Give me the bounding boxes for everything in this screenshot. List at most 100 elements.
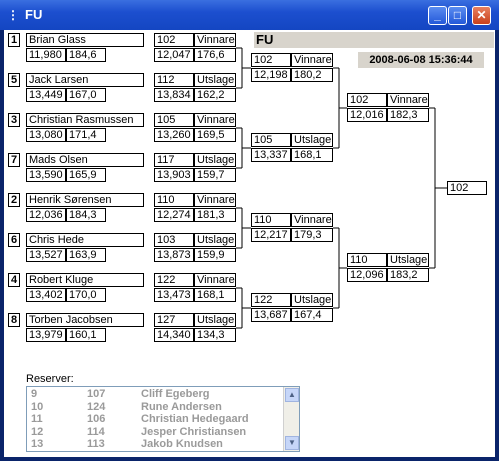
round1-id[interactable]: 103 — [154, 233, 194, 247]
round1-value-a: 13,873 — [154, 248, 194, 262]
player-value-b: 184,3 — [66, 208, 106, 222]
reserver-id: 106 — [87, 413, 106, 425]
round2-id[interactable]: 102 — [251, 53, 291, 67]
seed-number: 5 — [8, 73, 20, 87]
reserver-number: 13 — [31, 438, 44, 450]
round2-result: Vinnare — [291, 213, 333, 227]
player-value-a: 12,036 — [26, 208, 66, 222]
round2-result: Utslagen — [291, 293, 333, 307]
final-winner-id[interactable]: 102 — [447, 181, 487, 195]
player-value-a: 13,590 — [26, 168, 66, 182]
round1-value-a: 14,340 — [154, 328, 194, 342]
round1-value-a: 13,260 — [154, 128, 194, 142]
round1-value-a: 12,047 — [154, 48, 194, 62]
player-value-b: 170,0 — [66, 288, 106, 302]
player-name[interactable]: Brian Glass — [26, 33, 144, 47]
round1-id[interactable]: 102 — [154, 33, 194, 47]
scroll-down-icon[interactable]: ▼ — [285, 436, 299, 450]
round1-value-a: 13,834 — [154, 88, 194, 102]
round1-value-b: 159,7 — [194, 168, 236, 182]
round1-result: Vinnare — [194, 33, 236, 47]
reserver-name: Jakob Knudsen — [141, 438, 223, 450]
round1-result: Utslagen — [194, 73, 236, 87]
round1-id[interactable]: 122 — [154, 273, 194, 287]
reserver-number: 11 — [31, 413, 43, 425]
reserver-label: Reserver: — [26, 373, 74, 385]
reserver-name: Christian Hedegaard — [141, 413, 249, 425]
round2-value-a: 13,337 — [251, 148, 291, 162]
round1-value-b: 181,3 — [194, 208, 236, 222]
reserver-number: 9 — [31, 388, 38, 400]
round1-id[interactable]: 127 — [154, 313, 194, 327]
round3-id[interactable]: 110 — [347, 253, 387, 267]
round2-id[interactable]: 105 — [251, 133, 291, 147]
round1-value-b: 169,5 — [194, 128, 236, 142]
round3-value-b: 183,2 — [387, 268, 429, 282]
minimize-button[interactable]: _ — [428, 6, 447, 25]
round1-value-b: 168,1 — [194, 288, 236, 302]
round1-id[interactable]: 110 — [154, 193, 194, 207]
round3-result: Vinnare — [387, 93, 429, 107]
reserver-name: Cliff Egeberg — [141, 388, 210, 400]
round1-result: Utslagen — [194, 233, 236, 247]
datetime-display: 2008-06-08 15:36:44 — [358, 52, 484, 68]
round1-id[interactable]: 117 — [154, 153, 194, 167]
reserver-id: 113 — [87, 438, 105, 450]
player-value-b: 163,9 — [66, 248, 106, 262]
round1-id[interactable]: 112 — [154, 73, 194, 87]
player-name[interactable]: Robert Kluge — [26, 273, 144, 287]
round1-id[interactable]: 105 — [154, 113, 194, 127]
round3-value-a: 12,016 — [347, 108, 387, 122]
window-title: FU — [25, 7, 43, 22]
reserver-id: 107 — [87, 388, 106, 400]
reserver-number: 12 — [31, 425, 44, 438]
player-value-b: 184,6 — [66, 48, 106, 62]
round1-result: Vinnare — [194, 193, 236, 207]
maximize-button[interactable]: □ — [448, 6, 467, 25]
round1-result: Vinnare — [194, 273, 236, 287]
reserver-name: Jesper Christiansen — [141, 425, 247, 438]
seed-number: 1 — [8, 33, 20, 47]
player-value-a: 13,449 — [26, 88, 66, 102]
seed-number: 2 — [8, 193, 20, 207]
player-name[interactable]: Chris Hede — [26, 233, 144, 247]
round3-result: Utslagen — [387, 253, 429, 267]
round3-value-b: 182,3 — [387, 108, 429, 122]
player-value-a: 13,402 — [26, 288, 66, 302]
round2-result: Utslagen — [291, 133, 333, 147]
reserver-name: Rune Andersen — [141, 400, 222, 413]
round2-result: Vinnare — [291, 53, 333, 67]
round3-id[interactable]: 102 — [347, 93, 387, 107]
round1-value-b: 162,2 — [194, 88, 236, 102]
reserver-id: 114 — [87, 425, 105, 438]
title-bar[interactable]: ⋮ FU _ □ ✕ — [0, 0, 499, 30]
round2-value-b: 179,3 — [291, 228, 333, 242]
player-name[interactable]: Torben Jacobsen — [26, 313, 144, 327]
reserver-scrollbar[interactable]: ▲ ▼ — [283, 387, 299, 451]
round1-value-a: 13,473 — [154, 288, 194, 302]
player-value-a: 13,080 — [26, 128, 66, 142]
player-name[interactable]: Jack Larsen — [26, 73, 144, 87]
seed-number: 6 — [8, 233, 20, 247]
scroll-up-icon[interactable]: ▲ — [285, 388, 299, 402]
seed-number: 7 — [8, 153, 20, 167]
bracket-header: FU — [254, 32, 494, 48]
round1-value-a: 12,274 — [154, 208, 194, 222]
round2-value-b: 168,1 — [291, 148, 333, 162]
player-name[interactable]: Christian Rasmussen — [26, 113, 144, 127]
round1-value-a: 13,903 — [154, 168, 194, 182]
system-menu-icon[interactable]: ⋮ — [7, 8, 19, 22]
round2-id[interactable]: 110 — [251, 213, 291, 227]
round1-result: Vinnare — [194, 113, 236, 127]
close-button[interactable]: ✕ — [472, 6, 491, 25]
player-name[interactable]: Mads Olsen — [26, 153, 144, 167]
round2-id[interactable]: 122 — [251, 293, 291, 307]
player-value-a: 11,980 — [26, 48, 66, 62]
round1-result: Utslagen — [194, 313, 236, 327]
round1-value-b: 159,9 — [194, 248, 236, 262]
round2-value-a: 12,217 — [251, 228, 291, 242]
player-name[interactable]: Henrik Sørensen — [26, 193, 144, 207]
